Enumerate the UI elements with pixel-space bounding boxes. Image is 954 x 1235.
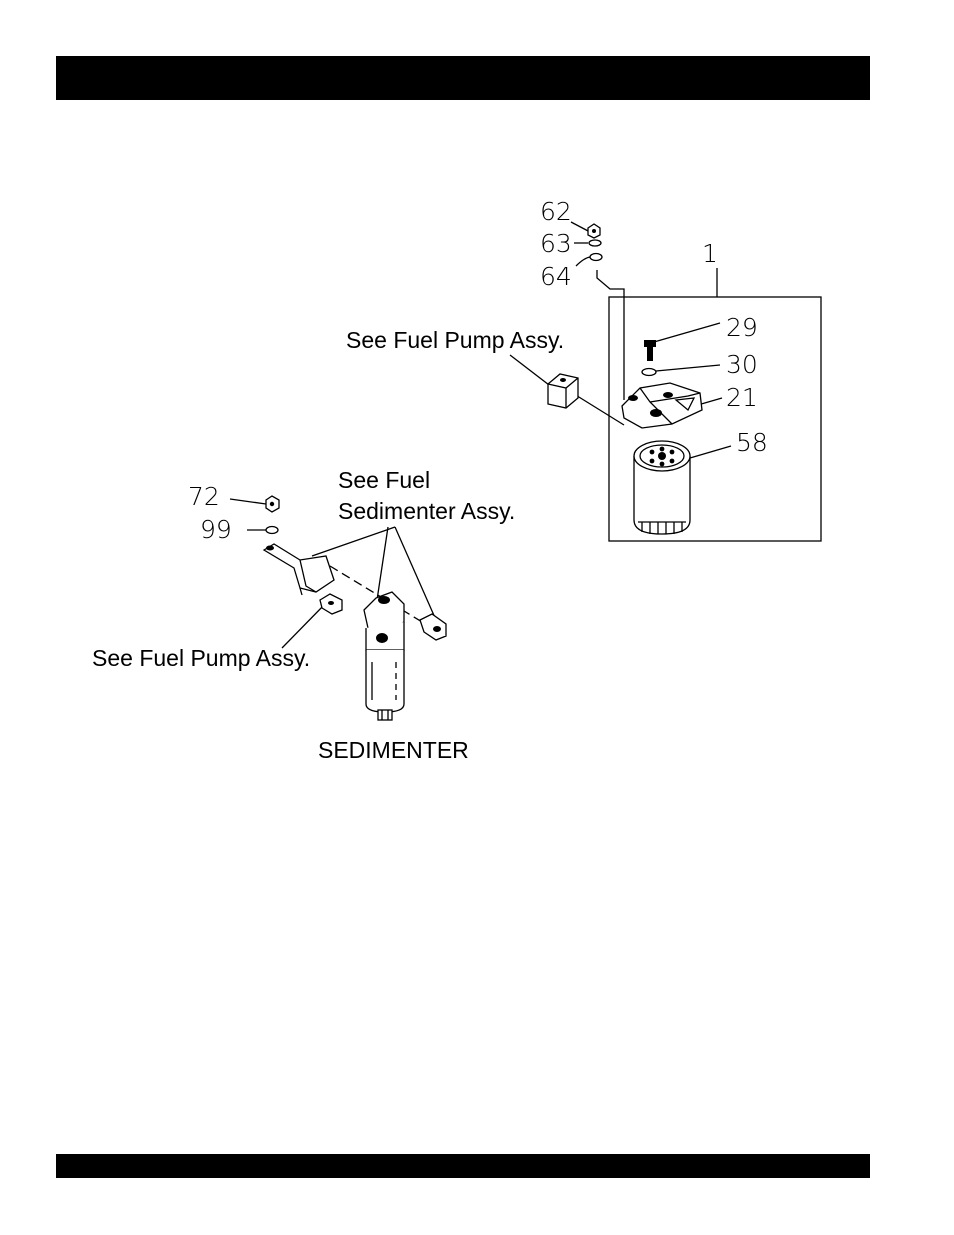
label-part-62: 62 (540, 197, 572, 226)
washer-30-part (642, 365, 720, 376)
sedimenter-body-part (364, 592, 404, 720)
filter-cartridge-58-part (634, 441, 731, 534)
label-part-30: 30 (726, 350, 758, 379)
washer-64-part (576, 254, 624, 401)
label-part-64: 64 (540, 262, 572, 291)
label-part-72: 72 (188, 482, 220, 511)
label-part-29: 29 (726, 313, 758, 342)
nut-62-part (571, 222, 600, 238)
fuel-pump-reference-lower (282, 594, 342, 648)
lock-washer-63-part (574, 240, 601, 246)
label-part-99: 99 (200, 515, 232, 544)
label-part-21: 21 (726, 383, 758, 412)
lock-washer-99-part (247, 527, 278, 534)
bracket-bolt-part (420, 614, 446, 640)
footer-bar (56, 1154, 870, 1178)
note-see-fuel-sedimenter-line2: Sedimenter Assy. (338, 498, 515, 524)
bolt-29-part (644, 323, 720, 361)
note-see-fuel-pump-lower: See Fuel Pump Assy. (92, 645, 310, 671)
label-part-63: 63 (540, 229, 572, 258)
filter-head-21-part (622, 383, 722, 428)
label-part-58: 58 (736, 428, 768, 457)
note-see-fuel-pump-upper: See Fuel Pump Assy. (346, 327, 564, 353)
fuel-pump-reference-upper (510, 355, 624, 425)
nut-72-part (230, 496, 279, 512)
note-see-fuel-sedimenter-line1: See Fuel (338, 467, 430, 493)
label-part-1: 1 (702, 239, 718, 268)
diagram-caption: SEDIMENTER (318, 737, 469, 763)
